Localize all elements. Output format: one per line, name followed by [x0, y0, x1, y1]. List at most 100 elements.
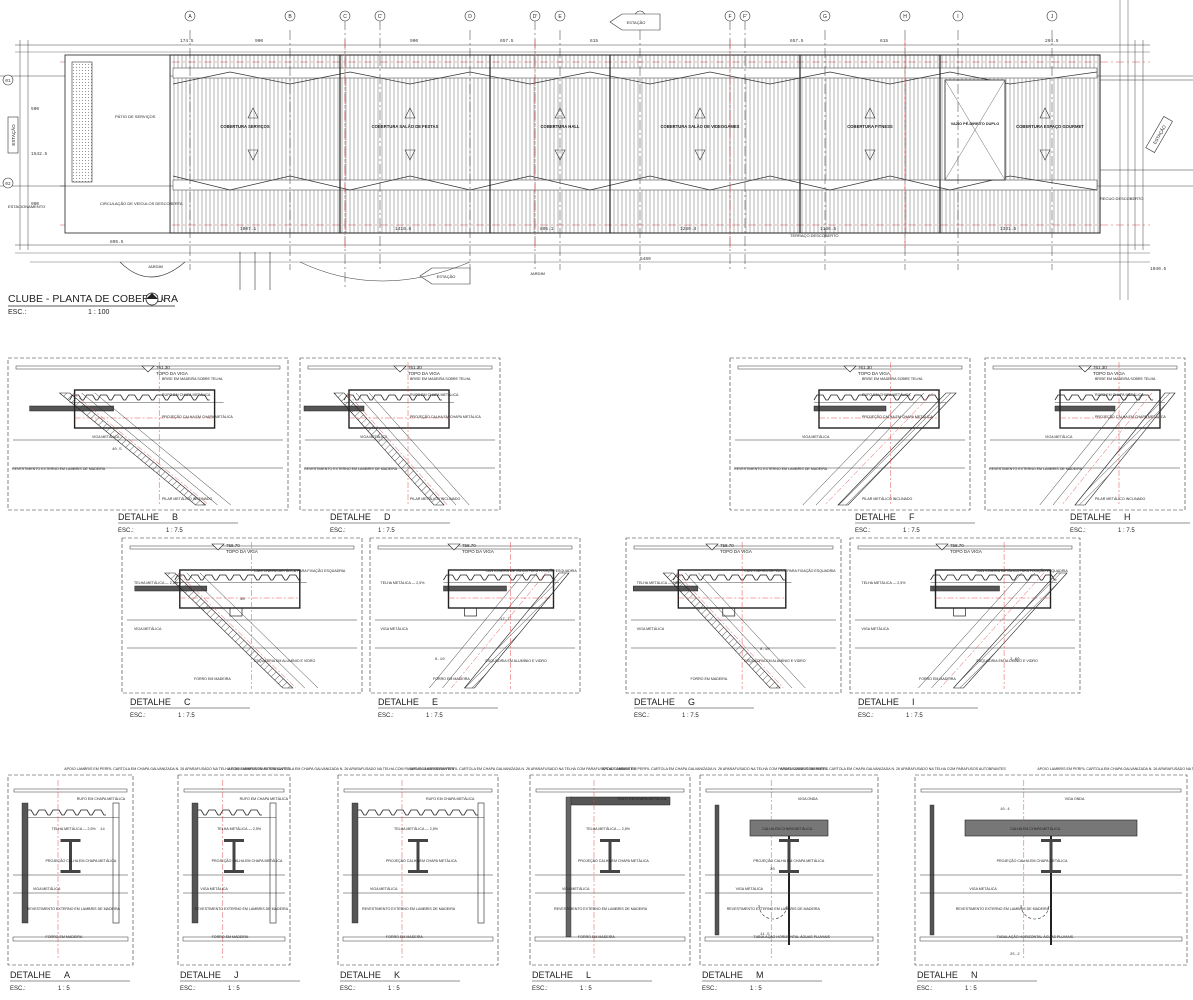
dimension-value: 10.4 — [1000, 808, 1010, 812]
detail-scale-label: ESC.: — [118, 528, 134, 534]
note-revestimento: REVESTIMENTO EXTERNO EM LAMBRIS DE MADEI… — [362, 907, 456, 911]
note-projecao: PROJEÇÃO CALHA EM CHAPA METÁLICA — [212, 858, 283, 863]
zone-label-vazio: VAZIO PÉ-DIREITO DUPLO — [951, 121, 999, 126]
note-pilar: PILAR METÁLICO INCLINADO — [862, 497, 913, 501]
note-cantoneira: CANTONEIRA METÁLICA PARA FIXAÇÃO ESQUADR… — [486, 568, 578, 573]
note-esquadria: ESQUADRIA EM ALUMÍNIO E VIDRO — [744, 659, 806, 663]
detail-title-letter: E — [432, 697, 438, 707]
top-dim: 615 — [590, 38, 598, 44]
note-projecao: PROJEÇÃO CALHA EM CHAPA METÁLICA — [753, 858, 824, 863]
detail-scale-value: 1 : 7.5 — [378, 528, 395, 534]
detail-scale-label: ESC.: — [1070, 528, 1086, 534]
note-rufo: RUFO EM CHAPA METÁLICA — [77, 797, 126, 801]
note-calha: CALHA EM CHAPA METÁLICA — [762, 827, 813, 831]
note-viga: VIGA METÁLICA — [969, 887, 997, 891]
note-revestimento: REVESTIMENTO EXTERNO EM LAMBRIS DE MADEI… — [27, 907, 121, 911]
detail-scale-label: ESC.: — [532, 986, 548, 992]
top-dim: 294.5 — [1045, 38, 1059, 44]
note-apoio: APOIO LAMBRIS EM PERFIL CARTOLA EM CHAPA… — [1037, 767, 1193, 771]
note-esquadria: ESQUADRIA EM ALUMÍNIO E VIDRO — [977, 659, 1039, 663]
axis-label: H — [903, 14, 907, 20]
axis-label: J — [1051, 14, 1054, 20]
north-label: N — [161, 298, 165, 304]
note-cantoneira: CANTONEIRA METÁLICA PARA FIXAÇÃO ESQUADR… — [254, 568, 346, 573]
note-forro: FORRO EM MADEIRA — [212, 935, 249, 939]
note-viga: VIGA METÁLICA — [1045, 435, 1073, 439]
detail-scale-label: ESC.: — [917, 986, 933, 992]
detail-scale-value: 1 : 7.5 — [426, 713, 443, 719]
left-dim: 900 — [31, 201, 39, 207]
detail-scale-value: 1 : 5 — [388, 986, 400, 992]
zone-label-fitness: COBERTURA FITNESS — [847, 124, 893, 129]
note-tubulacao_h: TUBULAÇÃO HORIZONTAL ÁGUAS PLUVIAIS — [997, 934, 1074, 939]
axis-bubble — [739, 10, 751, 22]
note-viga: VIGA METÁLICA — [736, 887, 764, 891]
detail-title-prefix: DETALHE — [340, 970, 381, 980]
detail-m: APOIO LAMBRIS EM PERFIL CARTOLA EM CHAPA… — [699, 767, 1006, 992]
dimension-value: 25.2 — [1010, 953, 1020, 957]
note-viga_onda: VIGA ONDA — [798, 797, 818, 801]
bottom-dim: 1331.6 — [1000, 226, 1017, 232]
note-apoio: APOIO LAMBRIS EM PERFIL CARTOLA EM CHAPA… — [228, 767, 454, 771]
note-rufo: RUFO EM CHAPA METÁLICA — [618, 797, 667, 801]
axis-label: I — [957, 14, 958, 20]
detail-title-prefix: DETALHE — [917, 970, 958, 980]
dimension-value: 17.7 — [500, 618, 510, 622]
axis-bubble — [819, 10, 831, 22]
detail-title-prefix: DETALHE — [10, 970, 51, 980]
note-forro: FORRO EM MADEIRA — [691, 677, 728, 681]
dimension-value: 2.60 — [1010, 658, 1020, 662]
note-pilar: PILAR METÁLICO INCLINADO — [1095, 497, 1146, 501]
note-viga: VIGA METÁLICA — [802, 435, 830, 439]
detail-l: APOIO LAMBRIS EM PERFIL CARTOLA EM CHAPA… — [529, 767, 828, 992]
detail-title-letter: I — [912, 697, 915, 707]
note-esquadria: ESQUADRIA EM ALUMÍNIO E VIDRO — [254, 659, 316, 663]
detail-title-letter: A — [64, 970, 70, 980]
detail-a: APOIO LAMBRIS EM PERFIL CARTOLA EM CHAPA… — [7, 767, 291, 992]
note-brise: BRISE EM MADEIRA SOBRE TELHA — [862, 377, 923, 381]
note-cantoneira: CANTONEIRA METÁLICA PARA FIXAÇÃO ESQUADR… — [744, 568, 836, 573]
detail-title-prefix: DETALHE — [855, 512, 896, 522]
detail-title-prefix: DETALHE — [532, 970, 573, 980]
note-viga: VIGA METÁLICA — [562, 887, 590, 891]
note-revestimento: REVESTIMENTO EXTERNO EM LAMBRIS DE MADEI… — [956, 907, 1050, 911]
detail-scale-value: 1 : 7.5 — [906, 713, 923, 719]
topo-viga-label: TOPO DA VIGA — [156, 371, 188, 376]
elevation-marker-icon — [1078, 365, 1092, 373]
note-projecao: PROJEÇÃO CALHA EM CHAPA METÁLICA — [162, 414, 233, 419]
note-projecao: PROJEÇÃO CALHA EM CHAPA METÁLICA — [578, 858, 649, 863]
top-dim: 174.5 — [180, 38, 194, 44]
bottom-dim: 1416.6 — [395, 226, 412, 232]
detail-title-letter: G — [688, 697, 695, 707]
dimension-value: 20 — [770, 868, 775, 872]
note-telha: TELHA METÁLICA — 2,5% — [862, 581, 907, 585]
detail-title-prefix: DETALHE — [1070, 512, 1111, 522]
plan-title: CLUBE - PLANTA DE COBERTURA — [8, 293, 178, 305]
zone-label-hall: COBERTURA HALL — [541, 124, 580, 129]
plan-scale-value: 1 : 100 — [88, 309, 110, 316]
detail-title-letter: H — [1124, 512, 1131, 522]
detail-title-letter: J — [234, 970, 239, 980]
topo-viga-label: TOPO DA VIGA — [858, 371, 890, 376]
detail-title-letter: D — [384, 512, 391, 522]
note-projecao: PROJEÇÃO CALHA EM CHAPA METÁLICA — [997, 858, 1068, 863]
left-dim: 500 — [31, 106, 39, 112]
note-projecao: PROJEÇÃO CALHA EM CHAPA METÁLICA — [862, 414, 933, 419]
note-telha: TELHA METÁLICA — 2,5% — [134, 581, 179, 585]
bottom-dim: 805.1 — [540, 226, 554, 232]
axis-bubble — [339, 10, 351, 22]
note-esquadria: ESQUADRIA EM ALUMÍNIO E VIDRO — [486, 659, 548, 663]
detail-scale-label: ESC.: — [855, 528, 871, 534]
note-telha: TELHA METÁLICA — 2,5% — [394, 827, 439, 831]
topo-viga-label: TOPO DA VIGA — [408, 371, 440, 376]
detail-title-letter: B — [172, 512, 178, 522]
note-telha: TELHA METÁLICA — 2,5% — [586, 827, 631, 831]
top-dim: 657.5 — [790, 38, 804, 44]
detail-scale-value: 1 : 5 — [750, 986, 762, 992]
note-viga: VIGA METÁLICA — [862, 627, 890, 631]
detail-scale-label: ESC.: — [340, 986, 356, 992]
